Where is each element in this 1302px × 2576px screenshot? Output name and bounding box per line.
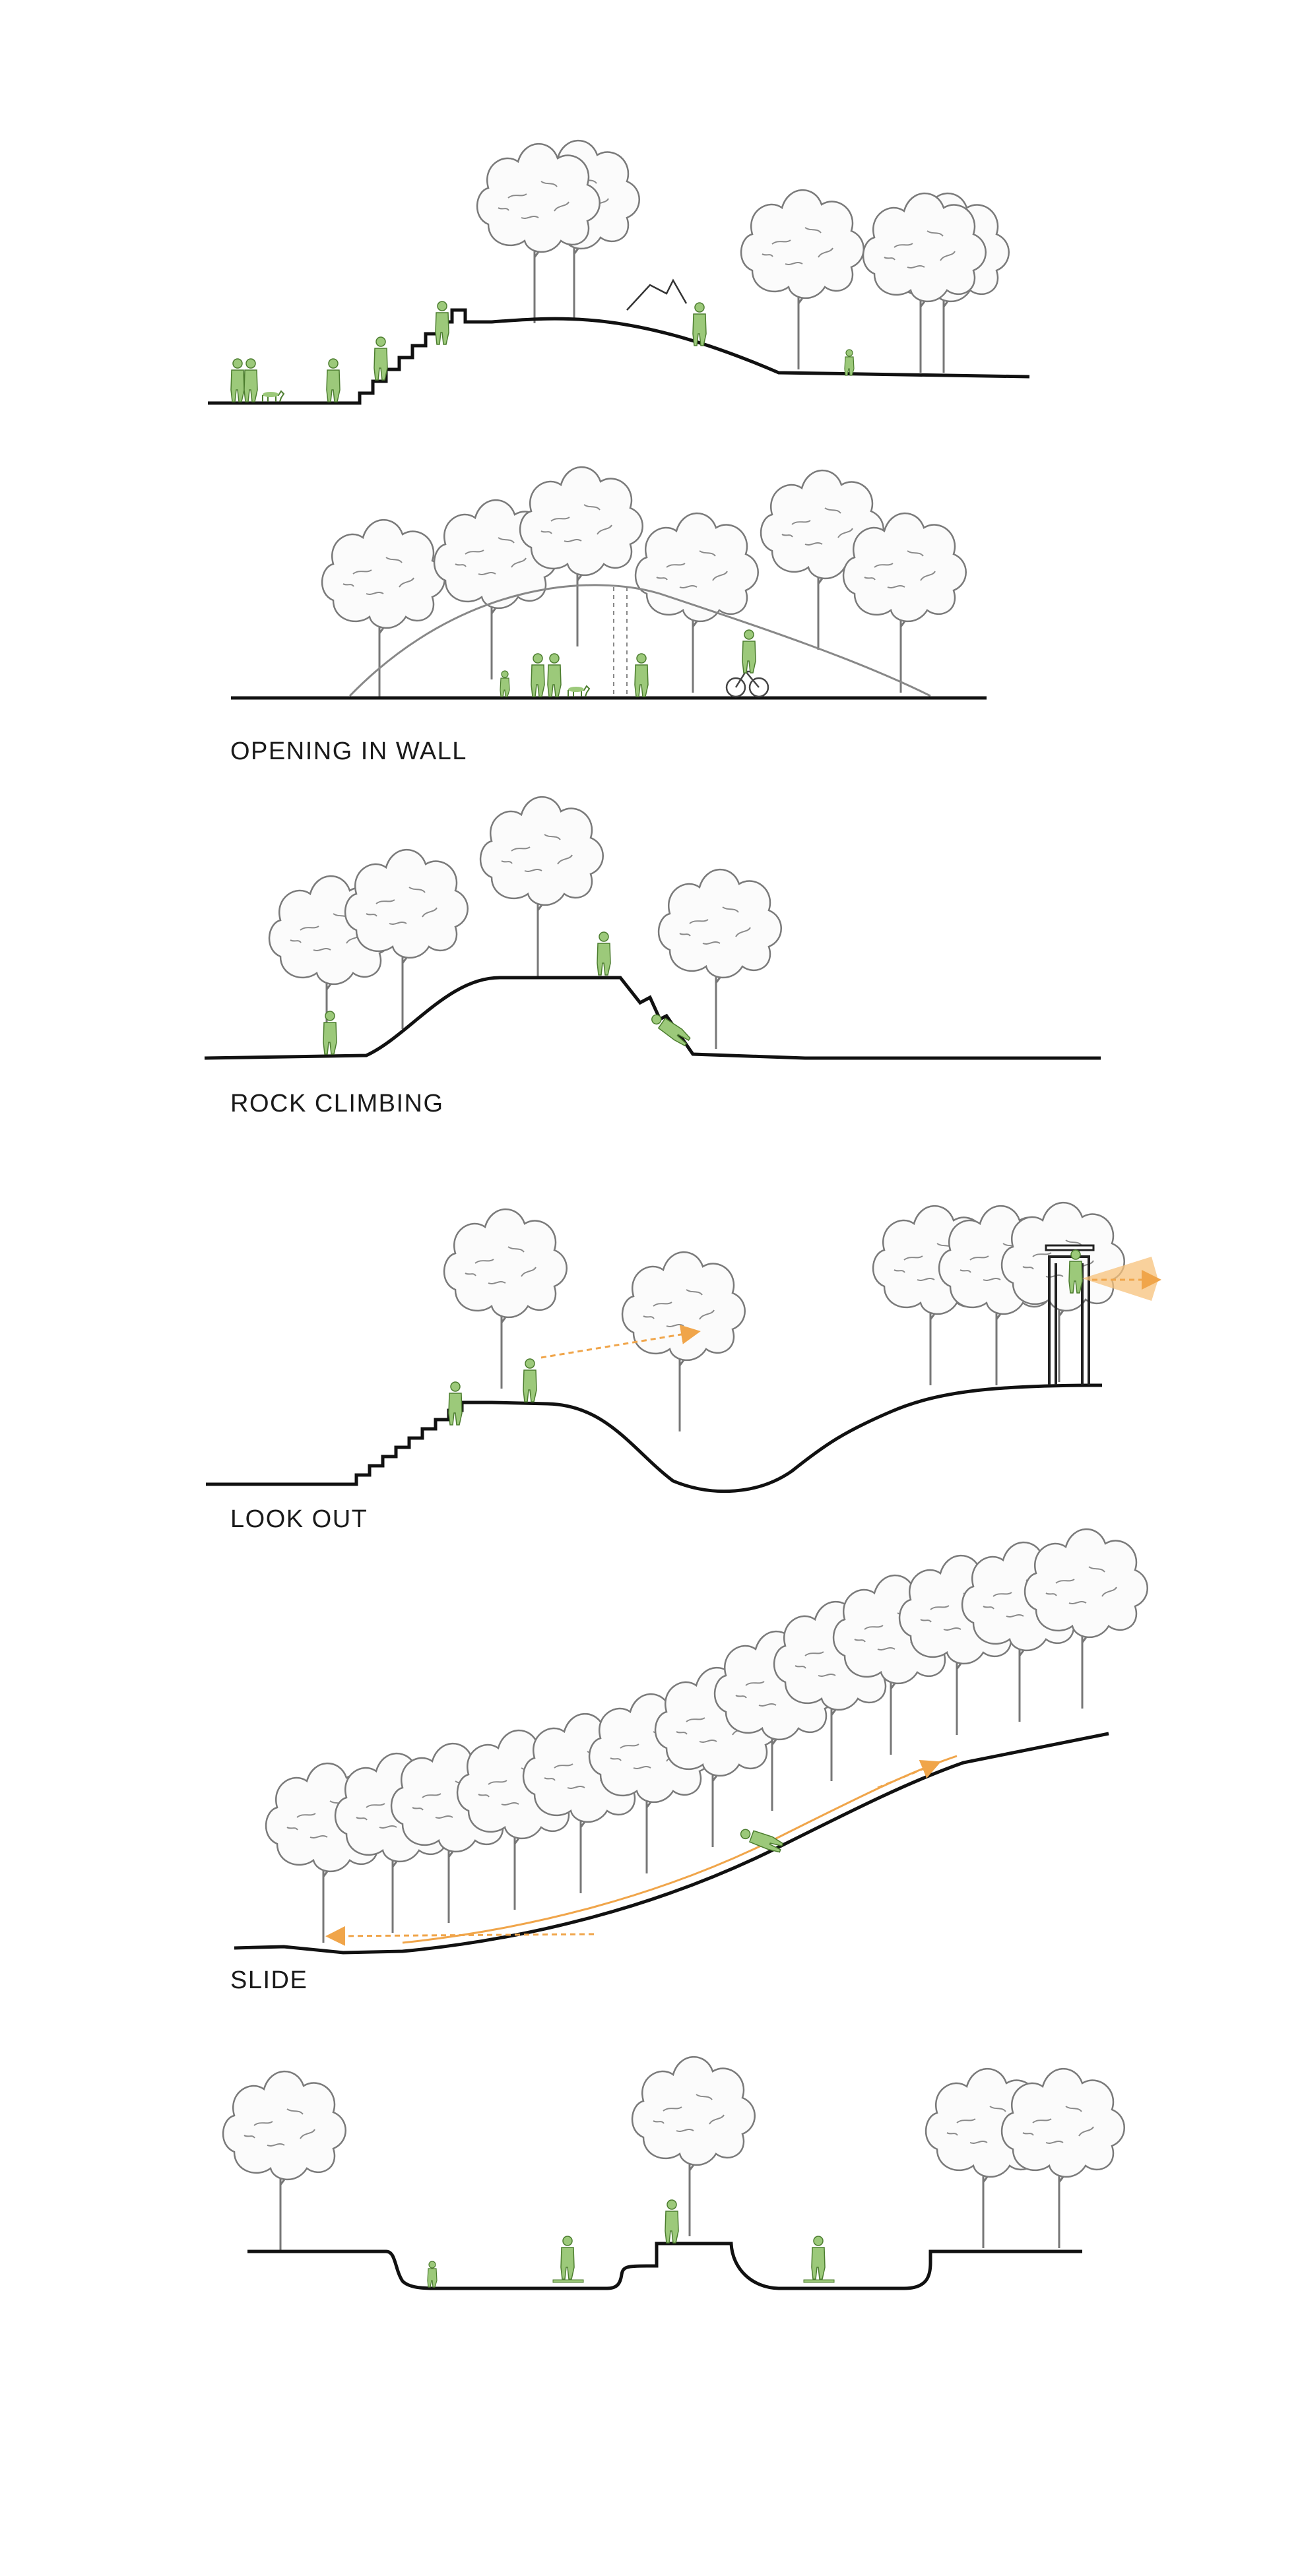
tree-icon	[519, 466, 644, 648]
tree-icon	[862, 192, 987, 374]
ground-line	[206, 1383, 1103, 1493]
lookout-tower	[1048, 1255, 1090, 1385]
bicycle-icon	[725, 629, 769, 698]
person-icon	[634, 653, 649, 697]
arrow-icon	[540, 1325, 701, 1359]
person-icon	[323, 1011, 337, 1055]
dog-icon	[262, 391, 284, 402]
lookout-roof	[1045, 1244, 1095, 1251]
arrow-icon	[325, 1926, 595, 1946]
skateboard	[803, 2279, 835, 2283]
person-icon	[326, 358, 341, 402]
tree-icon	[657, 868, 783, 1050]
tree-icon	[222, 2070, 347, 2252]
section-opening-in-wall	[231, 466, 987, 701]
caption-look-out: LOOK OUT	[230, 1505, 368, 1533]
caption-rock-climbing: ROCK CLIMBING	[230, 1090, 444, 1117]
child-icon	[427, 2261, 438, 2288]
arrow-icon	[877, 1759, 942, 1789]
person-icon	[435, 301, 449, 345]
ground-line	[204, 976, 1101, 1060]
section-rock-climbing	[204, 796, 1101, 1060]
child-icon	[500, 670, 510, 697]
ground-line	[208, 308, 1030, 405]
person-icon	[244, 358, 258, 402]
caption-slide: SLIDE	[230, 1966, 308, 1994]
tree-icon	[476, 142, 601, 325]
slide-path	[402, 1755, 958, 1944]
tree-icon	[1000, 2067, 1126, 2249]
wall-opening	[613, 587, 628, 696]
tree-icon	[740, 189, 865, 371]
tree-icon	[1024, 1528, 1149, 1710]
tree-icon	[631, 2056, 756, 2238]
rock-outline	[626, 278, 688, 311]
section-stepped-hill	[208, 139, 1030, 405]
person-icon	[547, 653, 562, 697]
dog-icon	[568, 685, 590, 697]
person-icon	[374, 336, 388, 381]
ground-line	[234, 1732, 1109, 1955]
person-icon	[531, 653, 545, 697]
person-icon	[692, 302, 707, 346]
person-icon	[738, 1825, 785, 1854]
mound-outline	[348, 584, 931, 697]
caption-opening-in-wall: OPENING IN WALL	[230, 738, 467, 765]
person-icon	[597, 931, 611, 976]
person-icon	[665, 2199, 679, 2244]
tree-icon	[344, 848, 469, 1030]
section-slide	[234, 1528, 1149, 1955]
person-icon	[560, 2236, 575, 2280]
person-icon	[230, 358, 245, 402]
tree-icon	[1000, 1201, 1126, 1383]
ground-line	[247, 2242, 1082, 2290]
skateboard	[552, 2279, 584, 2283]
tree-icon	[479, 796, 604, 978]
section-look-out	[206, 1201, 1161, 1493]
tree-icon	[321, 518, 446, 701]
person-icon	[811, 2236, 826, 2280]
person-icon	[523, 1358, 537, 1402]
tree-icon	[443, 1208, 568, 1390]
person-icon	[448, 1381, 463, 1426]
child-icon	[844, 349, 855, 376]
tree-icon	[634, 512, 760, 694]
section-skate-bowls	[222, 2056, 1126, 2290]
tree-icon	[621, 1251, 746, 1433]
